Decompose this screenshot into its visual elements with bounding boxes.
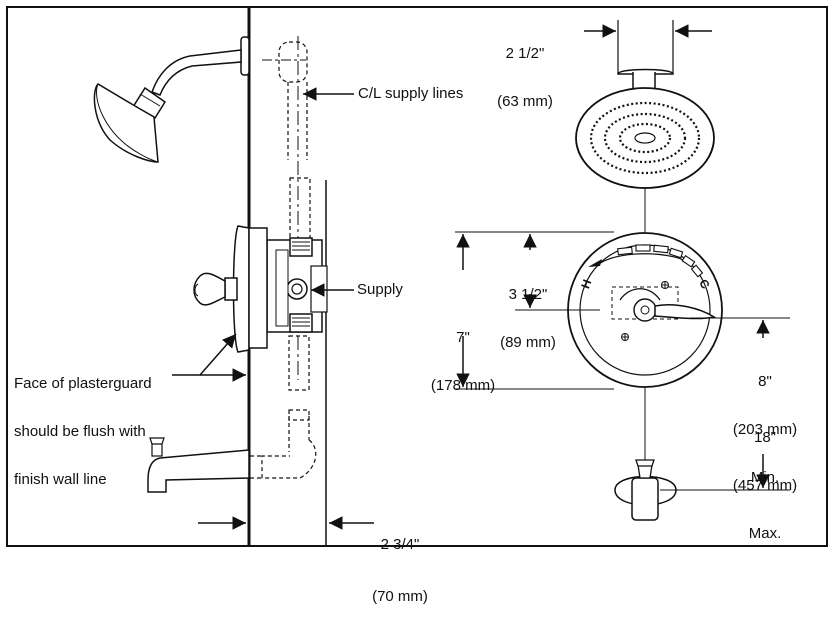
spout-min-label: 8" (203 mm) Min. xyxy=(725,342,805,502)
plasterguard-line-2: should be flush with xyxy=(14,423,146,440)
frame xyxy=(6,6,828,547)
shower-arm-width-in: 2 1/2" xyxy=(505,45,545,62)
wall-depth-mm: (70 mm) xyxy=(372,588,428,605)
trim-escutcheon-side xyxy=(232,225,268,353)
shower-arm xyxy=(151,49,242,96)
plasterguard-note: Face of plasterguard should be flush wit… xyxy=(14,344,152,504)
handle-height-label: 3 1/2" (89 mm) xyxy=(486,255,570,367)
tub-spout-icon xyxy=(147,437,250,493)
handle-height-in: 3 1/2" xyxy=(508,286,548,303)
handle-height-mm: (89 mm) xyxy=(500,334,556,351)
valve-handle-icon xyxy=(193,272,238,306)
supply-label: Supply xyxy=(357,281,403,298)
spout-min-tag: Min. xyxy=(750,469,780,486)
spout-max-tag: Max. xyxy=(748,525,782,542)
showerhead-side-icon xyxy=(93,83,167,163)
spout-max-in: 18" xyxy=(753,429,776,446)
spout-min-in: 8" xyxy=(758,373,772,390)
trim-height-mm: (178 mm) xyxy=(430,377,496,394)
wall-depth-in: 2 3/4" xyxy=(380,536,420,553)
plasterguard-line-1: Face of plasterguard xyxy=(14,375,152,392)
valve-body xyxy=(266,237,328,333)
spout-max-label: 18" (457 mm) Max. xyxy=(725,398,805,558)
tub-spout-front xyxy=(614,459,677,521)
trim-height-in: 7" xyxy=(456,329,470,346)
supply-pipe-upper xyxy=(278,41,311,241)
plasterguard-leader xyxy=(172,333,237,376)
shower-arm-flange xyxy=(240,36,250,76)
wall-depth-label: 2 3/4" (70 mm) xyxy=(360,505,440,621)
spout-max-mm: (457 mm) xyxy=(732,477,798,494)
showerhead-front-icon xyxy=(575,87,715,189)
shower-arm-width-label: 2 1/2" (63 mm) xyxy=(470,14,580,126)
plasterguard-line-3: finish wall line xyxy=(14,471,107,488)
spout-min-mm: (203 mm) xyxy=(732,421,798,438)
supply-pipe-lower xyxy=(250,335,317,479)
shower-rough-in-diagram xyxy=(6,6,828,547)
shower-arm-width-mm: (63 mm) xyxy=(497,93,553,110)
supply-lines-label: C/L supply lines xyxy=(358,85,464,102)
trim-height-label: 7" (178 mm) xyxy=(425,298,501,410)
